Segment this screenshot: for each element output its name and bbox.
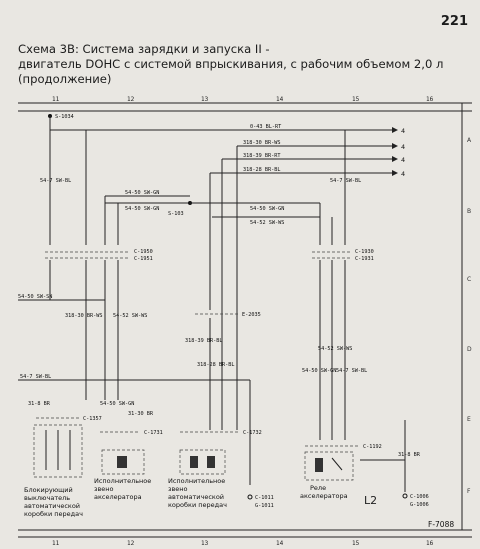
row-label-e: E	[467, 416, 471, 423]
title-line-1: Схема 3В: Система зарядки и запуска II -	[18, 42, 270, 56]
comp3-line: Исполнительное	[168, 477, 225, 485]
comp4-line: Реле	[310, 484, 326, 492]
wire-label: 0-43 BL-RT	[250, 124, 281, 130]
ground-icon	[402, 493, 408, 499]
node-label: C-1931	[355, 256, 374, 262]
col-label-14-bottom: 14	[276, 540, 284, 547]
wire-label: 31-30 BR	[128, 411, 154, 417]
comp2-line: звено	[94, 485, 114, 493]
node-label: C-1006	[410, 494, 429, 500]
col-label-15-bottom: 15	[352, 540, 360, 547]
page-number: 221	[440, 14, 468, 29]
node-label: C-1951	[134, 256, 153, 262]
col-label-16: 16	[426, 96, 434, 103]
node-label: G-1006	[410, 502, 429, 508]
wire-label: 54-52 SW-WS	[113, 313, 147, 319]
col-label-11-bottom: 11	[52, 540, 60, 547]
component-trans-actuator	[179, 449, 226, 475]
diagram-title: Схема 3В: Система зарядки и запуска II -…	[18, 42, 458, 87]
ground-icon	[247, 494, 253, 500]
figure-id: F-7088	[428, 520, 454, 529]
wire-label: 54-7 SW-BL	[20, 374, 51, 380]
title-line-2: двигатель DOHC с системой впрыскивания, …	[18, 57, 444, 71]
coil-icon	[207, 456, 215, 468]
comp2-line: акселератора	[94, 493, 142, 501]
relay-contact	[331, 457, 343, 471]
node-label: E-2035	[242, 312, 261, 318]
wire-label: 54-52 SW-WS	[250, 220, 284, 226]
comp4-line: акселератора	[300, 492, 348, 500]
node-label: C-1011	[255, 495, 274, 501]
wire-label: 318-39 BR-BL	[185, 338, 222, 344]
node-label: C-1950	[134, 249, 153, 255]
wire-label: 318-28 BR-BL	[197, 362, 234, 368]
col-label-11: 11	[52, 96, 60, 103]
row-label-a: A	[467, 137, 472, 144]
component-accel-relay	[304, 451, 354, 481]
arrow-icon	[392, 143, 398, 149]
component-accel-actuator	[101, 449, 145, 475]
comp1-line: автоматической	[24, 502, 80, 510]
row-label-c: C	[467, 276, 471, 283]
wire-label: 54-50 SW-SN	[18, 294, 52, 300]
comp1-line: Блокирующий	[24, 486, 73, 494]
col-label-14: 14	[276, 96, 284, 103]
comp3-line: коробки передач	[168, 501, 227, 509]
coil-icon	[190, 456, 198, 468]
reference-1: 4	[401, 127, 405, 135]
wire-label: 318-28 BR-BL	[243, 167, 280, 173]
col-label-13: 13	[201, 96, 209, 103]
wire-label: 54-50 SW-GN	[125, 190, 159, 196]
wire-label: 31-8 BR	[28, 401, 51, 407]
node-label: S-103	[168, 211, 184, 217]
reference-4: 4	[401, 170, 405, 178]
wire-label: 318-39 BR-RT	[243, 153, 280, 159]
col-label-16-bottom: 16	[426, 540, 434, 547]
row-label-b: B	[467, 208, 471, 215]
relay-marking: L2	[364, 494, 377, 507]
wire-label: 54-50 SW-GN	[100, 401, 134, 407]
node-label: C-1732	[243, 430, 262, 436]
node-label: C-1357	[83, 416, 102, 422]
wire-label: 54-50 SW-GN	[302, 368, 336, 374]
node-label: C-1731	[144, 430, 163, 436]
node-label: S-1034	[55, 114, 74, 120]
relay-coil-icon	[315, 458, 323, 472]
comp1-line: коробки передач	[24, 510, 83, 518]
comp3-line: звено	[168, 485, 188, 493]
comp1-line: выключатель	[24, 494, 70, 502]
col-label-15: 15	[352, 96, 360, 103]
col-label-12: 12	[127, 96, 135, 103]
reference-2: 4	[401, 143, 405, 151]
arrow-icon	[392, 127, 398, 133]
reference-3: 4	[401, 156, 405, 164]
row-label-d: D	[467, 346, 472, 353]
wire-label: 318-30 BR-WS	[243, 140, 280, 146]
wire-label: 318-30 BR-WS	[65, 313, 102, 319]
wire-label: 54-52 SW-WS	[318, 346, 352, 352]
col-label-12-bottom: 12	[127, 540, 135, 547]
node-label: G-1011	[255, 503, 274, 509]
title-line-3: (продолжение)	[18, 72, 112, 86]
node-label: C-1192	[363, 444, 382, 450]
coil-icon	[117, 456, 127, 468]
wire-label: 54-7 SW-BL	[336, 368, 367, 374]
wire-label: 54-50 SW-GN	[250, 206, 284, 212]
node-label: C-1930	[355, 249, 374, 255]
row-label-f: F	[467, 488, 471, 495]
wire-label: 31-8 BR	[398, 452, 421, 458]
comp3-line: автоматической	[168, 493, 224, 501]
wire-label: 54-7 SW-BL	[330, 178, 361, 184]
arrow-icon	[392, 170, 398, 176]
wire-label: 54-50 SW-GN	[125, 206, 159, 212]
col-label-13-bottom: 13	[201, 540, 209, 547]
arrow-icon	[392, 156, 398, 162]
wire-label: 54-7 SW-BL	[40, 178, 71, 184]
comp2-line: Исполнительное	[94, 477, 151, 485]
